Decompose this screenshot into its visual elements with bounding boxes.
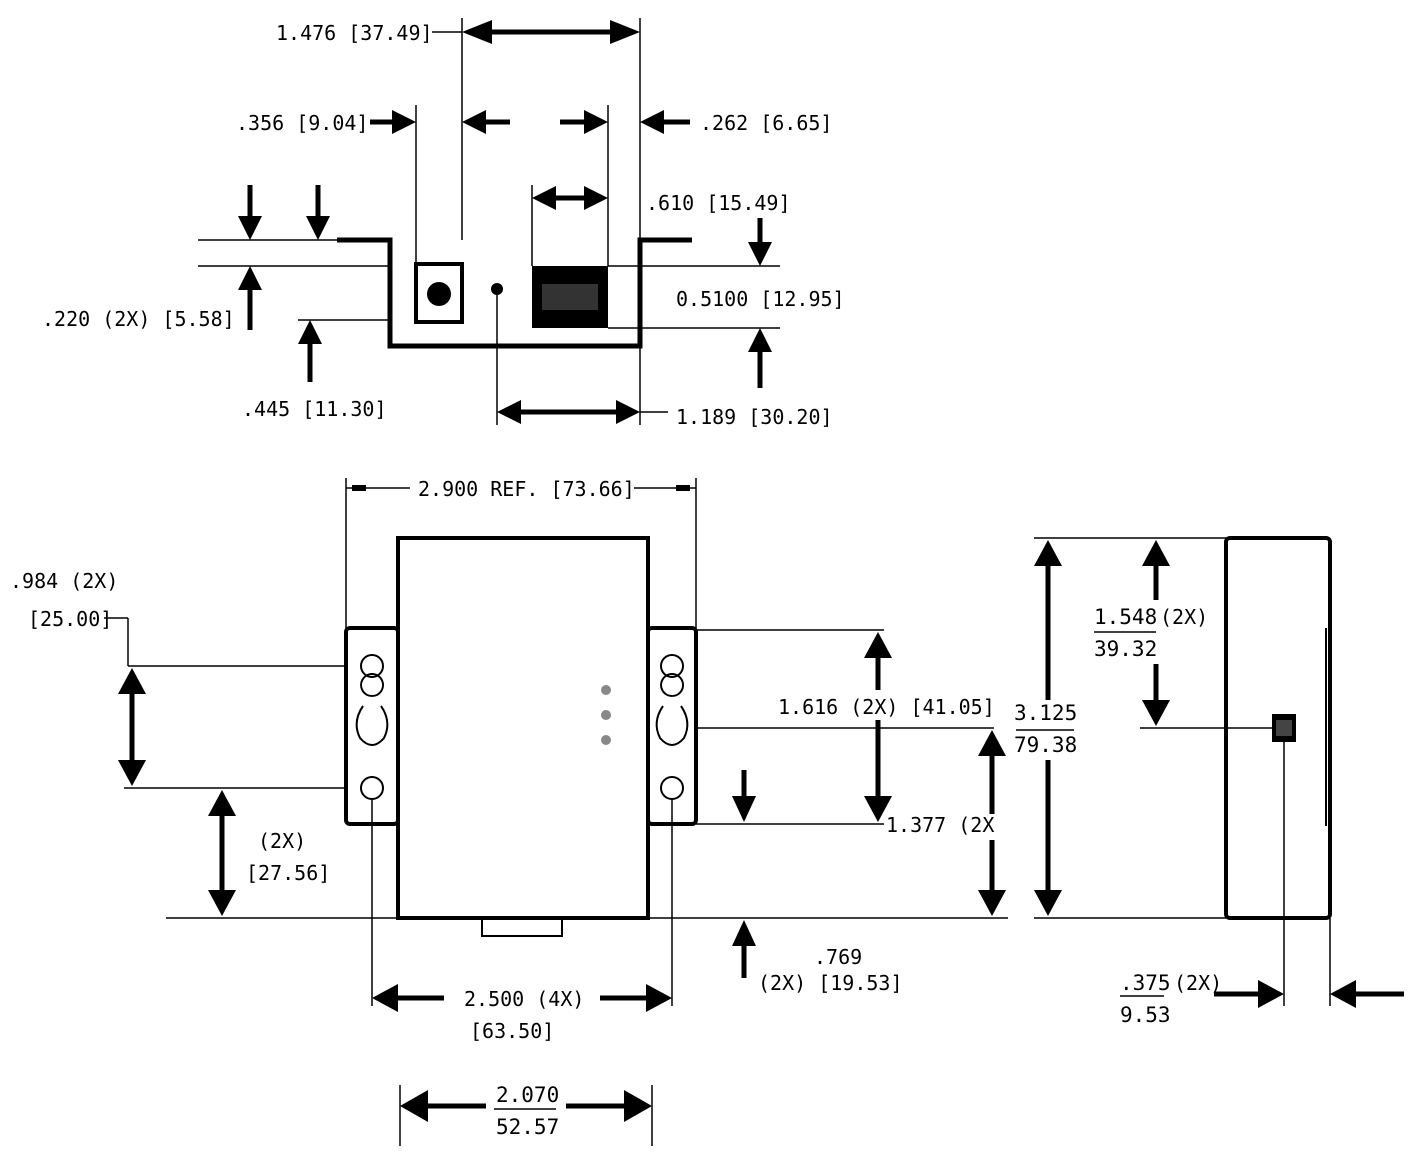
dim-1548-den: 39.32 bbox=[1094, 637, 1157, 661]
mount-hole bbox=[660, 654, 684, 678]
mount-hole bbox=[660, 776, 684, 800]
power-jack bbox=[414, 262, 464, 324]
mount-hole bbox=[360, 654, 384, 678]
dim-769-a: .769 bbox=[814, 945, 862, 969]
dim-3125-num: 3.125 bbox=[1014, 701, 1077, 725]
keyhole-slot bbox=[655, 673, 689, 746]
dim-356: .356 [9.04] bbox=[236, 111, 368, 135]
dim-610: .610 [15.49] bbox=[646, 191, 791, 215]
side-view: 3.125 79.38 1.548 (2X) 39.32 .375 (2X) 9… bbox=[1014, 536, 1404, 1027]
top-end-view: 1.476 [37.49] .356 [9.04] .262 [6.65] .6… bbox=[42, 18, 845, 429]
status-led bbox=[601, 710, 611, 720]
dim-220: .220 (2X) [5.58] bbox=[42, 307, 235, 331]
dim-1548-num: 1.548 bbox=[1094, 605, 1157, 629]
dim-445: .445 [11.30] bbox=[242, 397, 387, 421]
status-led bbox=[601, 685, 611, 695]
status-led bbox=[601, 735, 611, 745]
end-view-outline bbox=[337, 237, 692, 349]
rj45-opening bbox=[542, 284, 598, 310]
dim-375-note: (2X) bbox=[1174, 971, 1222, 995]
dim-984-a: .984 (2X) bbox=[10, 569, 118, 593]
dim-375-den: 9.53 bbox=[1120, 1003, 1171, 1027]
dim-1476: 1.476 [37.49] bbox=[276, 21, 433, 45]
keyhole-slot bbox=[355, 673, 389, 746]
dim-1189: 1.189 [30.20] bbox=[676, 405, 833, 429]
dim-5100: 0.5100 [12.95] bbox=[676, 287, 845, 311]
right-flange bbox=[646, 626, 698, 826]
dim-3125-den: 79.38 bbox=[1014, 733, 1077, 757]
dim-1377: 1.377 (2X bbox=[886, 813, 994, 837]
dim-2070-num: 2.070 bbox=[496, 1083, 559, 1107]
dim-2070-den: 52.57 bbox=[496, 1115, 559, 1139]
dim-2500-b: [63.50] bbox=[470, 1019, 554, 1043]
left-flange bbox=[344, 626, 400, 826]
bottom-tab bbox=[481, 917, 563, 937]
dim-2x: (2X) bbox=[258, 829, 306, 853]
dim-1548-note: (2X) bbox=[1160, 605, 1208, 629]
front-view: 2.900 REF. [73.66] .984 (2X) [25.00] (2X… bbox=[10, 477, 1008, 1146]
dim-984-b: [25.00] bbox=[28, 607, 112, 631]
power-jack-hole bbox=[427, 282, 451, 306]
dim-769-b: (2X) [19.53] bbox=[758, 971, 903, 995]
dim-2900: 2.900 REF. [73.66] bbox=[418, 477, 635, 501]
enclosure-body bbox=[396, 536, 650, 920]
dim-262: .262 [6.65] bbox=[700, 111, 832, 135]
dim-2756: [27.56] bbox=[246, 861, 330, 885]
mount-hole bbox=[360, 776, 384, 800]
led-dot bbox=[491, 283, 503, 295]
dim-2500-a: 2.500 (4X) bbox=[464, 987, 584, 1011]
dim-1616: 1.616 (2X) [41.05] bbox=[778, 695, 995, 719]
dim-375-num: .375 bbox=[1120, 971, 1171, 995]
